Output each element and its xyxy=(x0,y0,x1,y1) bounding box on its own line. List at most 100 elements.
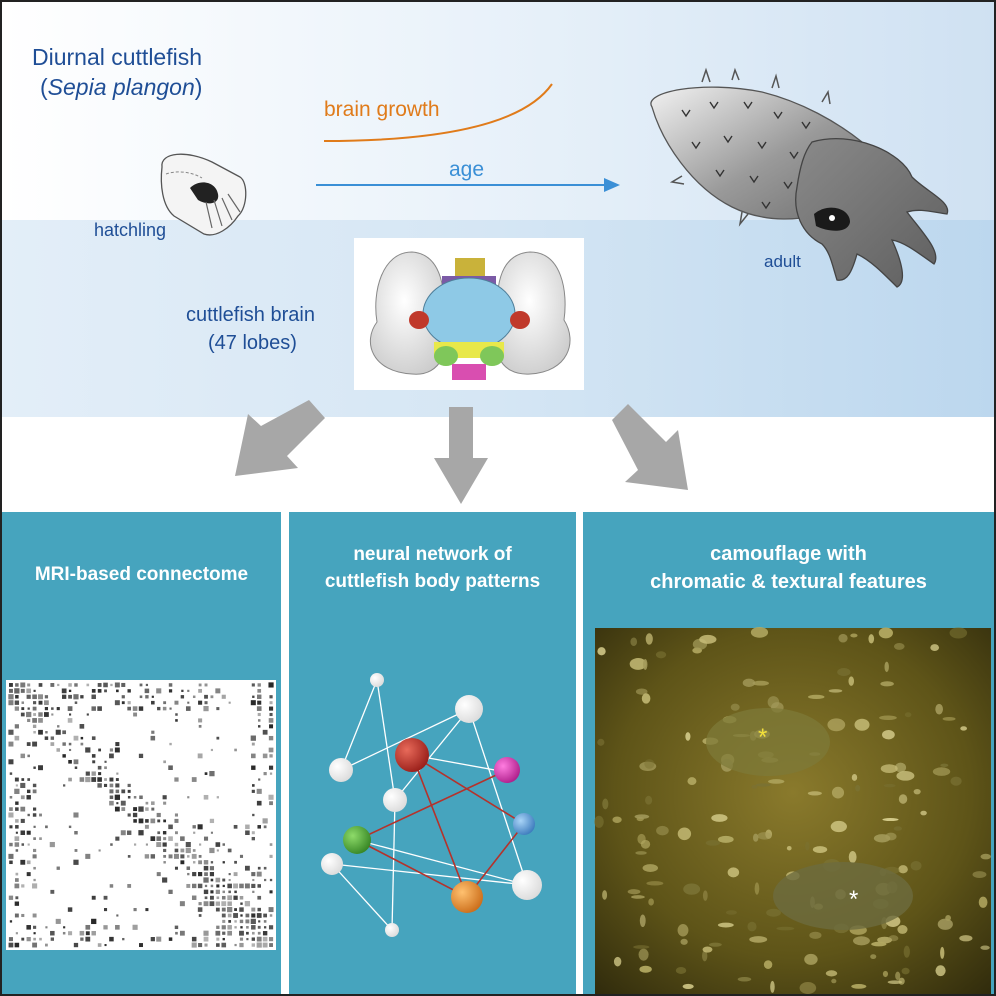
matrix-cell xyxy=(15,807,19,811)
matrix-cell xyxy=(32,783,37,788)
matrix-cell xyxy=(38,718,43,723)
matrix-cell xyxy=(127,706,132,711)
matrix-cell xyxy=(68,683,72,687)
matrix-cell xyxy=(150,836,156,841)
matrix-cell xyxy=(256,706,262,711)
matrix-cell xyxy=(26,789,31,794)
matrix-cell xyxy=(233,824,238,829)
matrix-cell xyxy=(227,906,233,913)
matrix-cell xyxy=(74,701,78,704)
matrix-cell xyxy=(26,872,31,877)
matrix-cell xyxy=(121,789,126,794)
matrix-cell xyxy=(145,807,149,811)
matrix-cell xyxy=(250,918,256,925)
brain-growth-curve xyxy=(323,83,553,142)
pebble xyxy=(635,688,648,695)
matrix-cell xyxy=(251,872,256,877)
matrix-cell xyxy=(257,700,262,705)
matrix-cell xyxy=(257,825,261,829)
matrix-cell xyxy=(33,878,36,882)
matrix-cell xyxy=(138,806,144,812)
connectome-matrix xyxy=(6,680,276,950)
matrix-cell xyxy=(244,883,250,889)
age-label: age xyxy=(449,158,485,181)
matrix-cell xyxy=(132,706,138,711)
matrix-cell xyxy=(179,930,185,936)
matrix-cell xyxy=(63,784,66,787)
matrix-cell xyxy=(191,895,197,900)
matrix-cell xyxy=(197,824,203,830)
matrix-cell xyxy=(69,713,72,716)
pebble xyxy=(717,835,734,843)
matrix-cell xyxy=(144,824,149,829)
matrix-cell xyxy=(257,683,261,687)
matrix-cell xyxy=(191,777,197,782)
pebble xyxy=(767,696,780,709)
matrix-cell xyxy=(162,842,167,847)
matrix-cell xyxy=(114,682,120,688)
matrix-cell xyxy=(256,871,262,877)
pebble xyxy=(910,861,922,871)
matrix-cell xyxy=(163,760,166,764)
pebble xyxy=(645,795,653,805)
matrix-cell xyxy=(115,778,119,782)
matrix-cell xyxy=(104,766,107,770)
matrix-cell xyxy=(197,883,203,889)
matrix-cell xyxy=(33,866,36,870)
matrix-cell xyxy=(116,914,119,917)
matrix-cell xyxy=(91,771,96,776)
matrix-cell xyxy=(145,843,148,846)
matrix-cell xyxy=(169,707,172,710)
matrix-cell xyxy=(169,742,172,746)
matrix-cell xyxy=(144,688,150,694)
matrix-cell xyxy=(44,736,49,740)
matrix-cell xyxy=(56,707,60,711)
matrix-cell xyxy=(180,860,185,865)
matrix-cell xyxy=(55,918,61,924)
matrix-cell xyxy=(157,831,161,835)
matrix-cell xyxy=(175,831,178,835)
pebble xyxy=(677,924,689,937)
pebble xyxy=(880,764,898,774)
matrix-cell xyxy=(104,778,107,781)
pebble xyxy=(940,946,945,959)
pebble xyxy=(753,833,759,842)
matrix-cell xyxy=(157,819,161,823)
matrix-cell xyxy=(251,937,255,941)
matrix-cell xyxy=(97,706,102,711)
matrix-cell xyxy=(9,683,13,687)
matrix-cell xyxy=(151,700,155,705)
matrix-cell xyxy=(221,942,227,948)
matrix-cell xyxy=(162,831,167,835)
panel-connectome-title: MRI-based connectome xyxy=(34,564,249,585)
matrix-cell xyxy=(33,837,36,840)
matrix-cell xyxy=(8,853,14,859)
matrix-cell xyxy=(203,860,209,865)
matrix-cell xyxy=(20,818,25,823)
matrix-cell xyxy=(210,831,213,834)
matrix-cell xyxy=(252,784,255,787)
matrix-cell xyxy=(239,883,244,889)
matrix-cell xyxy=(91,754,96,758)
pebble xyxy=(699,634,717,644)
matrix-cell xyxy=(33,825,36,828)
matrix-cell xyxy=(198,854,202,858)
matrix-cell xyxy=(168,889,173,894)
matrix-cell xyxy=(228,890,231,894)
matrix-cell xyxy=(168,854,173,859)
matrix-cell xyxy=(257,925,261,929)
matrix-cell xyxy=(192,849,196,852)
hatchling-icon xyxy=(160,153,247,236)
pebble xyxy=(730,703,740,711)
pebble xyxy=(687,777,697,785)
pebble xyxy=(855,784,861,792)
matrix-cell xyxy=(227,883,232,889)
adult-cuttlefish-icon xyxy=(650,67,949,288)
pebble xyxy=(960,726,968,731)
matrix-cell xyxy=(268,735,274,741)
matrix-cell xyxy=(175,719,178,722)
matrix-cell xyxy=(228,873,231,876)
matrix-cell xyxy=(57,725,60,728)
matrix-cell xyxy=(138,830,144,836)
pebble xyxy=(655,651,667,659)
